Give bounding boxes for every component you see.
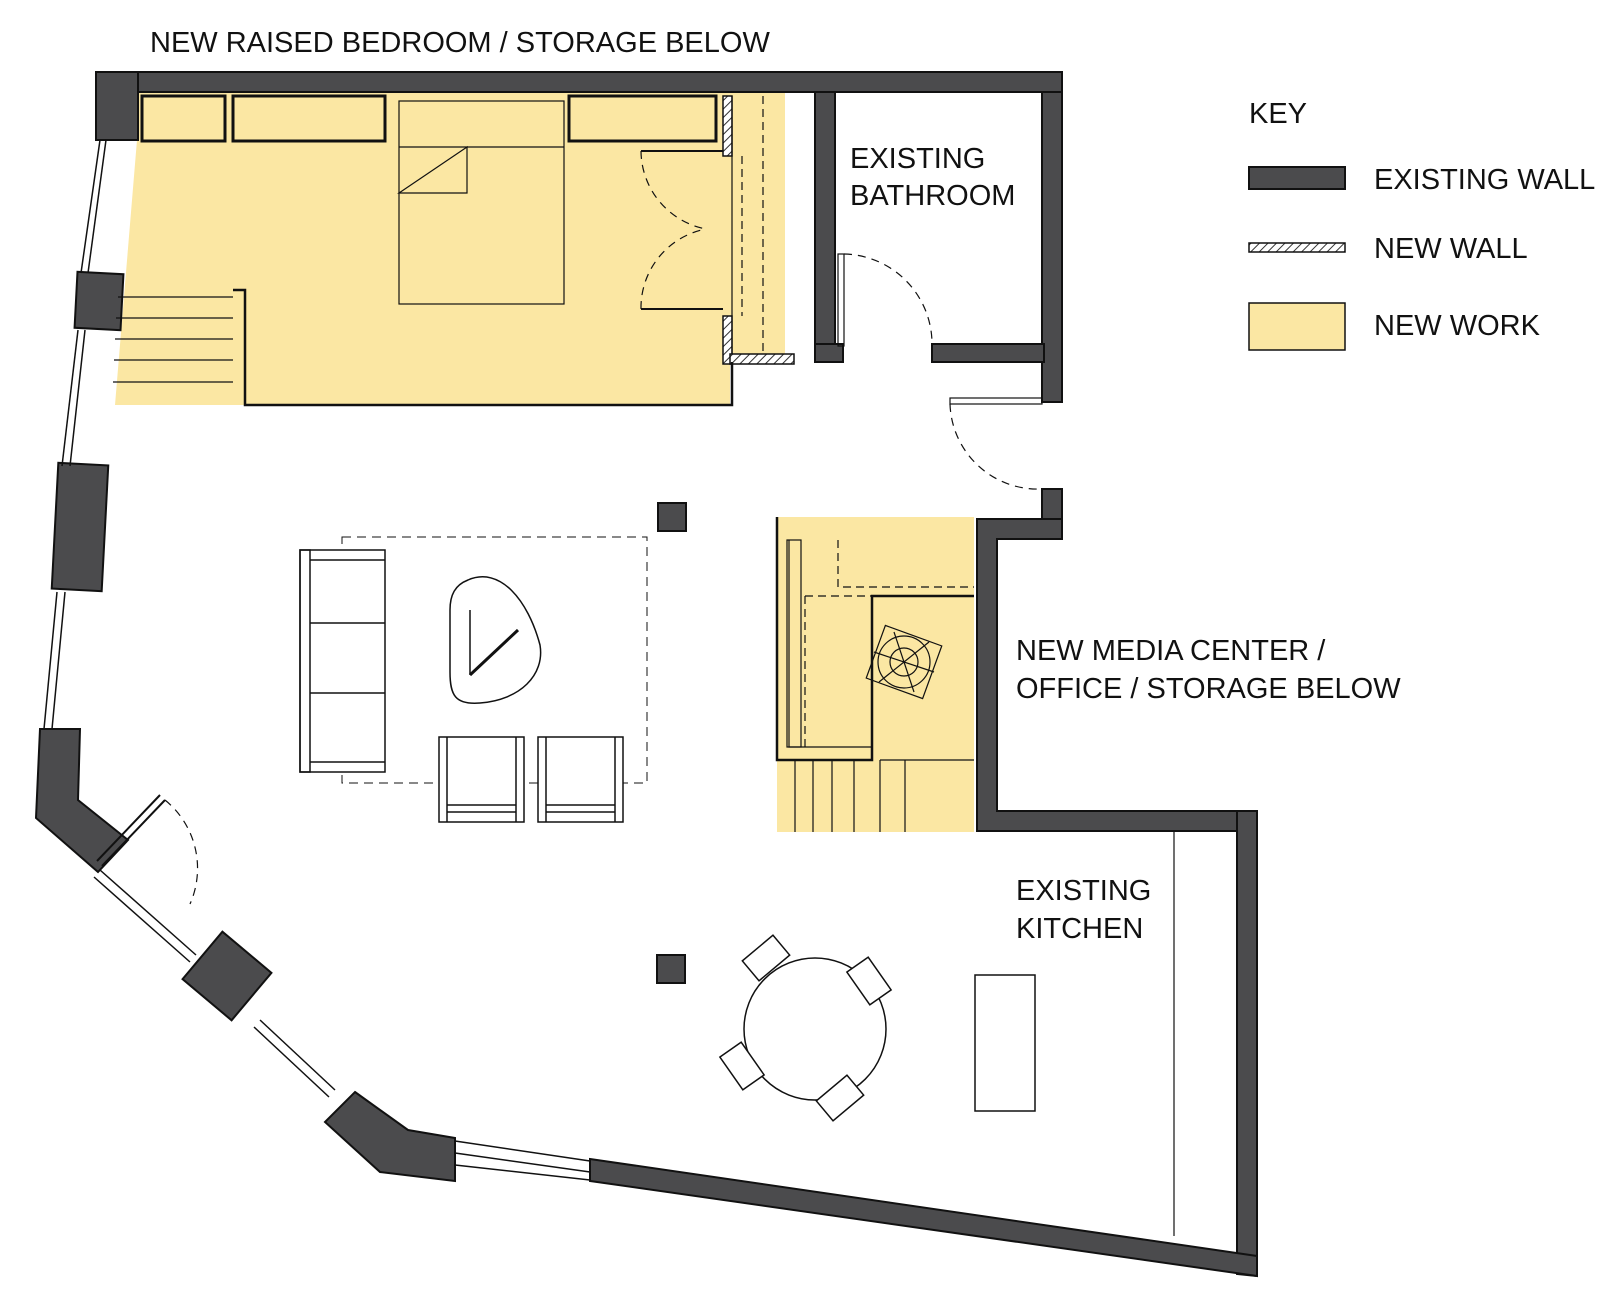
doors [96,253,1043,905]
pier-corner [34,728,130,874]
label-bathroom-1: EXISTING [850,143,985,175]
new-work-areas [115,92,974,832]
sofa [299,549,386,773]
new-wall-bedroom-right [722,95,733,157]
legend-title: KEY [1249,98,1307,130]
wall-bath-left [814,91,836,363]
pier-bottom-corner [323,1090,456,1183]
kitchen-island [974,974,1036,1112]
bed [398,100,565,305]
existing-walls [34,71,1258,1278]
media-center-platform [777,517,974,832]
column-2 [656,954,686,984]
cabinet-1 [140,94,227,143]
pier-3 [181,930,273,1022]
room-labels: NEW RAISED BEDROOM / STORAGE BELOW EXIST… [150,27,1401,945]
label-kitchen-2: KITCHEN [1016,913,1143,945]
armchair-1 [438,736,525,823]
kitchen-dining [718,831,1175,1236]
legend-label-new-work: NEW WORK [1374,310,1541,342]
bedroom-details [140,94,734,407]
living-furniture [299,536,648,823]
label-kitchen-1: EXISTING [1016,875,1151,907]
bath-door-leaf [837,253,845,347]
bedroom-platform [115,92,785,405]
media-details [775,517,974,832]
wall-top [95,71,1063,93]
pier-1 [73,270,125,332]
legend: KEY EXISTING WALL NEW WALL NEW WORK [1248,98,1595,351]
column-1 [657,502,687,532]
legend-swatch-new-wall [1248,242,1346,253]
dining-table [743,957,887,1101]
legend-label-new-wall: NEW WALL [1374,233,1528,265]
wall-bath-right [1041,91,1063,403]
wall-media [976,518,1258,832]
label-media-2: OFFICE / STORAGE BELOW [1016,673,1401,705]
bedroom-thin-lines [113,96,764,383]
dining-chairs [718,934,893,1122]
new-wall-bedroom-bottom [729,353,795,365]
coffee-table [449,576,542,704]
cabinet-2 [231,94,387,143]
cabinet-3 [567,94,718,143]
entry-door-leaf [949,397,1043,405]
legend-swatch-new-work [1248,302,1346,351]
windows [43,139,591,1181]
label-bathroom-2: BATHROOM [850,180,1015,212]
label-media-1: NEW MEDIA CENTER / [1016,635,1326,667]
armchair-2 [537,736,624,823]
label-bedroom: NEW RAISED BEDROOM / STORAGE BELOW [150,27,770,59]
legend-swatch-existing-wall [1248,166,1346,190]
legend-label-existing-wall: EXISTING WALL [1374,164,1595,196]
pier-2 [50,461,110,593]
office-chair [865,624,943,700]
wall-bath-bottom-right [931,343,1045,363]
wall-bottom [589,1157,1258,1278]
wall-bath-bottom-left [814,343,844,363]
wall-kitchen-right [1236,810,1258,1278]
wall-top-corner-pier [95,71,139,141]
